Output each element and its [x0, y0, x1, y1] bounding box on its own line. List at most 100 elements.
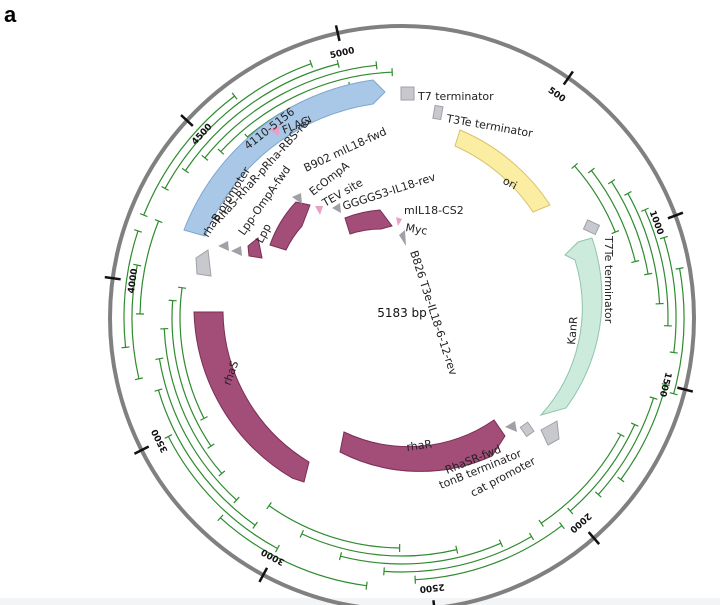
t7-terminator-label: T7 terminator [417, 90, 494, 103]
primer-end-tick [594, 491, 602, 498]
rhas-arc[interactable] [193, 311, 310, 483]
primer-end-tick [231, 92, 238, 100]
primer-end-tick [233, 496, 240, 504]
primer-end-tick [252, 521, 258, 529]
primer-arc[interactable] [590, 170, 636, 262]
lpp-ompa-arc[interactable] [269, 201, 311, 251]
tick-label: 3000 [260, 546, 287, 567]
panel-letter: a [4, 2, 17, 27]
primer-end-tick [178, 286, 187, 289]
primer-end-tick [498, 539, 504, 548]
primer-arc[interactable] [131, 264, 140, 379]
cat-promoter-arrow[interactable] [540, 420, 560, 446]
primer-end-tick [661, 383, 670, 387]
t7te-terminator-label: T7Te terminator [602, 235, 615, 324]
tick-mark [258, 567, 269, 583]
tick-mark [587, 531, 601, 545]
t7te-terminator-box[interactable] [582, 219, 601, 236]
primer-arc[interactable] [569, 424, 636, 512]
rhasr-fwd-marker[interactable] [505, 421, 517, 432]
primer-end-tick [168, 299, 177, 302]
ori-arc[interactable] [454, 129, 551, 213]
tick-mark [133, 445, 150, 455]
primer-arc[interactable] [204, 64, 377, 159]
primer-arc[interactable] [179, 287, 205, 419]
t3te-terminator-box[interactable] [432, 104, 444, 121]
primer-arc[interactable] [123, 230, 139, 348]
rhab-promoter-arrow[interactable] [195, 249, 212, 277]
primer-end-tick [121, 346, 130, 349]
tick-label: 1000 [647, 209, 665, 236]
primer-end-tick [200, 416, 208, 421]
tick-label: 5000 [329, 46, 356, 61]
flag-marker[interactable] [269, 125, 279, 136]
primer-end-tick [587, 167, 595, 174]
primer-arc[interactable] [597, 397, 655, 495]
primer-arc[interactable] [157, 389, 256, 526]
primer-end-tick [275, 544, 280, 553]
tick-label: 4500 [190, 122, 214, 147]
primer-end-tick [571, 162, 578, 170]
primer-end-tick [133, 229, 142, 233]
primer-end-tick [538, 519, 544, 527]
primer-end-tick [375, 61, 378, 70]
primer-end-tick [641, 207, 649, 212]
lpp-ompa-misc[interactable] [231, 246, 242, 256]
primer-end-tick [155, 357, 164, 360]
primer-arc[interactable] [574, 165, 616, 233]
primer-arc[interactable] [340, 542, 502, 565]
primer-arc[interactable] [663, 237, 677, 353]
primer-arc[interactable] [220, 71, 393, 153]
primer-arc[interactable] [164, 63, 312, 189]
rhas-rhar-misc[interactable] [218, 241, 229, 251]
tev-marker[interactable] [315, 206, 323, 215]
primer-arc[interactable] [167, 436, 278, 550]
ggggs3-arc[interactable] [344, 209, 393, 235]
primer-arc[interactable] [184, 63, 339, 171]
primer-arc[interactable] [383, 535, 532, 573]
primer-end-tick [134, 377, 143, 381]
primer-arc[interactable] [644, 209, 669, 326]
primer-end-tick [207, 443, 215, 449]
primer-arc[interactable] [611, 181, 649, 275]
myc-label: Myc [404, 221, 428, 238]
primer-arc[interactable] [415, 525, 563, 581]
primer-end-tick [133, 263, 142, 267]
primer-arc[interactable] [268, 505, 400, 549]
tick-mark [180, 114, 194, 127]
primer-arc[interactable] [673, 268, 685, 394]
primer-arc[interactable] [143, 95, 235, 216]
rhar-arc[interactable] [339, 419, 506, 472]
primer-arc[interactable] [620, 384, 667, 480]
primer-arc[interactable] [540, 434, 622, 524]
primer-arc[interactable] [627, 193, 661, 304]
primer-end-tick [659, 235, 668, 240]
b902-marker[interactable] [292, 193, 302, 204]
myc-marker[interactable] [396, 217, 402, 226]
tick-mark [432, 600, 436, 605]
primer-end-tick [161, 186, 169, 191]
primer-end-tick [154, 218, 163, 224]
primer-end-tick [365, 581, 368, 590]
rhar-label: rhaR [406, 437, 434, 453]
ecompa-marker[interactable] [332, 203, 341, 213]
b826-marker[interactable] [399, 230, 406, 246]
primer-arc[interactable] [139, 220, 160, 314]
primer-arc[interactable] [301, 533, 457, 557]
lpp-small-arc[interactable] [247, 237, 263, 259]
primer-end-tick [669, 392, 678, 396]
primer-arc[interactable] [171, 300, 212, 447]
primer-arc[interactable] [158, 358, 237, 501]
primer-end-tick [139, 213, 148, 218]
primer-arc[interactable] [163, 328, 223, 474]
primer-arc[interactable] [220, 517, 367, 587]
kanr-arc[interactable] [539, 237, 603, 416]
tonb-terminator-box[interactable] [519, 421, 535, 438]
primer-end-tick [567, 507, 574, 515]
region-4110-5156-arc[interactable] [183, 79, 386, 237]
t7-terminator-box[interactable] [400, 86, 415, 101]
primer-end-tick [617, 432, 625, 438]
tick-mark [667, 211, 684, 220]
primer-end-tick [607, 178, 616, 185]
